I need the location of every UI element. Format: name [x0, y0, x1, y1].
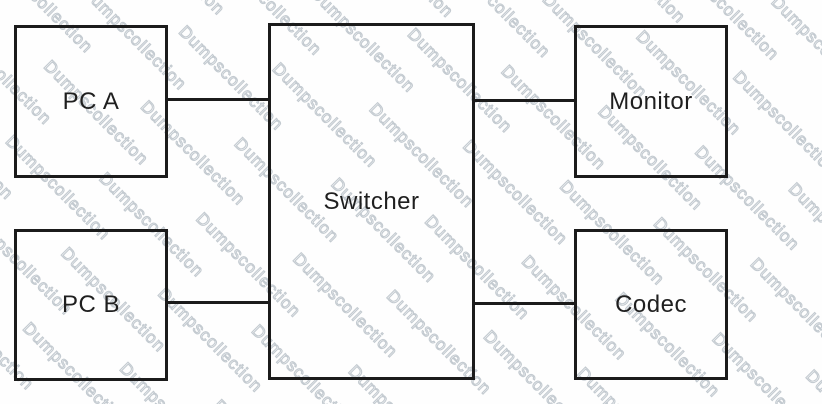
connector-pcb-to-switcher — [166, 301, 270, 304]
node-pc-a: PC A — [14, 25, 168, 178]
node-monitor-label: Monitor — [609, 87, 693, 115]
connector-switcher-to-monitor — [473, 99, 576, 102]
connector-pca-to-switcher — [166, 98, 270, 101]
node-monitor: Monitor — [574, 25, 728, 178]
node-pc-b: PC B — [14, 229, 168, 381]
node-codec: Codec — [574, 229, 728, 380]
node-switcher-label: Switcher — [323, 187, 420, 215]
node-switcher: Switcher — [268, 23, 475, 380]
node-pc-a-label: PC A — [62, 87, 120, 115]
node-pc-b-label: PC B — [61, 291, 120, 318]
connector-switcher-to-codec — [473, 302, 576, 305]
node-codec-label: Codec — [615, 290, 687, 318]
